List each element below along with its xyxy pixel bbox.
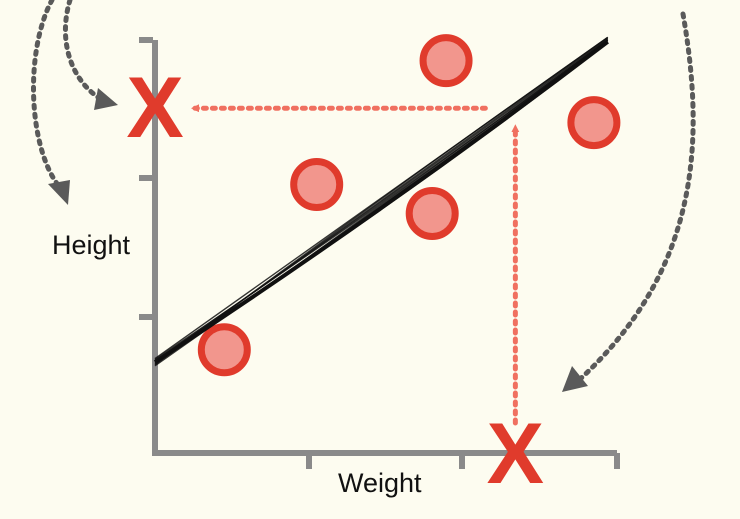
unknown-height-marker: X [126, 60, 183, 156]
curved-arrow-to-weight-x [575, 11, 696, 384]
y-axis-label: Height [52, 230, 131, 260]
data-point [405, 186, 459, 240]
regression-line-stroke [154, 39, 609, 367]
axes-line [152, 40, 617, 456]
projection-arrows-group [191, 104, 520, 426]
data-point [290, 158, 344, 212]
arrow-head [94, 88, 118, 110]
data-point [197, 323, 251, 377]
axes-group [139, 37, 620, 469]
unknown-weight-marker: X [487, 406, 544, 502]
regression-line-group [153, 36, 609, 367]
unknown-markers-group: XX [126, 60, 544, 502]
curved-arrow-left [30, 0, 61, 188]
regression-line-stroke [154, 36, 609, 366]
curved-arrows-group [30, 0, 696, 392]
x-axis-label: Weight [338, 468, 422, 498]
curved-arrow-to-height-x [62, 0, 105, 103]
arrow-head [48, 180, 70, 205]
data-point [567, 96, 621, 150]
data-point [419, 34, 473, 88]
arrow-head [562, 366, 588, 392]
data-points-group [197, 34, 621, 377]
